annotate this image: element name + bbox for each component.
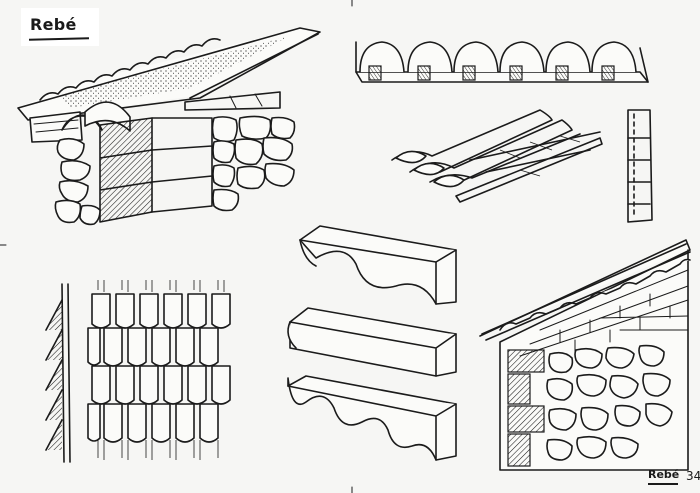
- sketch-post-section: [627, 109, 653, 223]
- sketch-tile-row: [355, 41, 649, 83]
- sketch-tile-section: [45, 283, 71, 463]
- sheet-tick-marks: [0, 0, 353, 493]
- sketch-tile-field: [87, 280, 231, 460]
- sketch-eave-stone-wall: [17, 27, 321, 226]
- sketch-tiles-on-battens: [391, 109, 603, 203]
- signature-underline: [648, 483, 678, 485]
- title-underline: [28, 37, 90, 41]
- page-number: 34: [686, 469, 700, 483]
- artist-signature: Rebé: [648, 468, 680, 481]
- title-label: Rebé: [30, 15, 77, 34]
- sketch-roof-corner-wall: [479, 239, 691, 471]
- sketch-corbel-profiles: [287, 225, 457, 461]
- title-label-box: Rebé: [21, 8, 99, 46]
